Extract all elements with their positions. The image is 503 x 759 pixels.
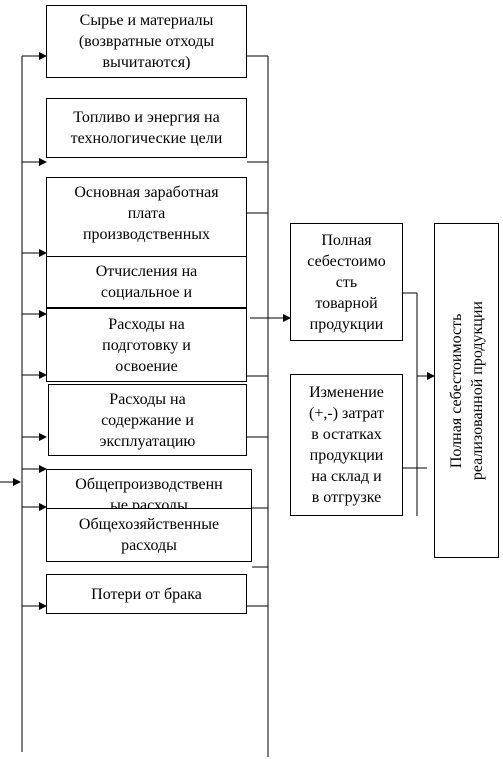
box-raw-materials: Сырье и материалы (возвратные отходы выч… bbox=[46, 5, 247, 78]
box-full-cost-sold: Полная себестоимость реализованной проду… bbox=[434, 223, 499, 558]
box-raw-materials-label: Сырье и материалы (возвратные отходы выч… bbox=[78, 12, 215, 71]
box-full-cost-commodity: Полная себестоимо сть товарной продукции bbox=[290, 223, 403, 341]
box-preparation-label: Расходы на подготовку и освоение bbox=[102, 315, 191, 375]
box-general-business-label: Общехозяйственные расходы bbox=[78, 516, 220, 554]
box-general-production-label: Общепроизводственн ые расходы bbox=[75, 476, 223, 511]
box-social-contributions: Отчисления на социальное и bbox=[46, 256, 247, 308]
box-defect-losses-label: Потери от брака bbox=[91, 585, 202, 603]
box-full-cost-commodity-label: Полная себестоимо сть товарной продукции bbox=[307, 231, 386, 333]
box-general-production: Общепроизводственн ые расходы bbox=[46, 469, 252, 511]
box-preparation: Расходы на подготовку и освоение bbox=[46, 308, 247, 382]
box-fuel-energy: Топливо и энергия на технологические цел… bbox=[46, 98, 247, 158]
box-fuel-energy-label: Топливо и энергия на технологические цел… bbox=[70, 109, 223, 147]
box-maintenance-label: Расходы на содержание и эксплуатацию bbox=[99, 390, 196, 450]
box-defect-losses: Потери от брака bbox=[46, 574, 247, 614]
box-base-wages-label: Основная заработная плата производственн… bbox=[74, 184, 219, 243]
box-maintenance: Расходы на содержание и эксплуатацию bbox=[48, 384, 247, 456]
box-social-contributions-label: Отчисления на социальное и bbox=[95, 263, 198, 301]
box-full-cost-sold-label: Полная себестоимость реализованной проду… bbox=[447, 300, 486, 481]
box-stock-change-label: Изменение (+,-) затрат в остатках продук… bbox=[309, 384, 384, 506]
box-base-wages: Основная заработная плата производственн… bbox=[46, 177, 247, 259]
box-general-business: Общехозяйственные расходы bbox=[46, 508, 252, 562]
box-stock-change: Изменение (+,-) затрат в остатках продук… bbox=[290, 374, 403, 516]
